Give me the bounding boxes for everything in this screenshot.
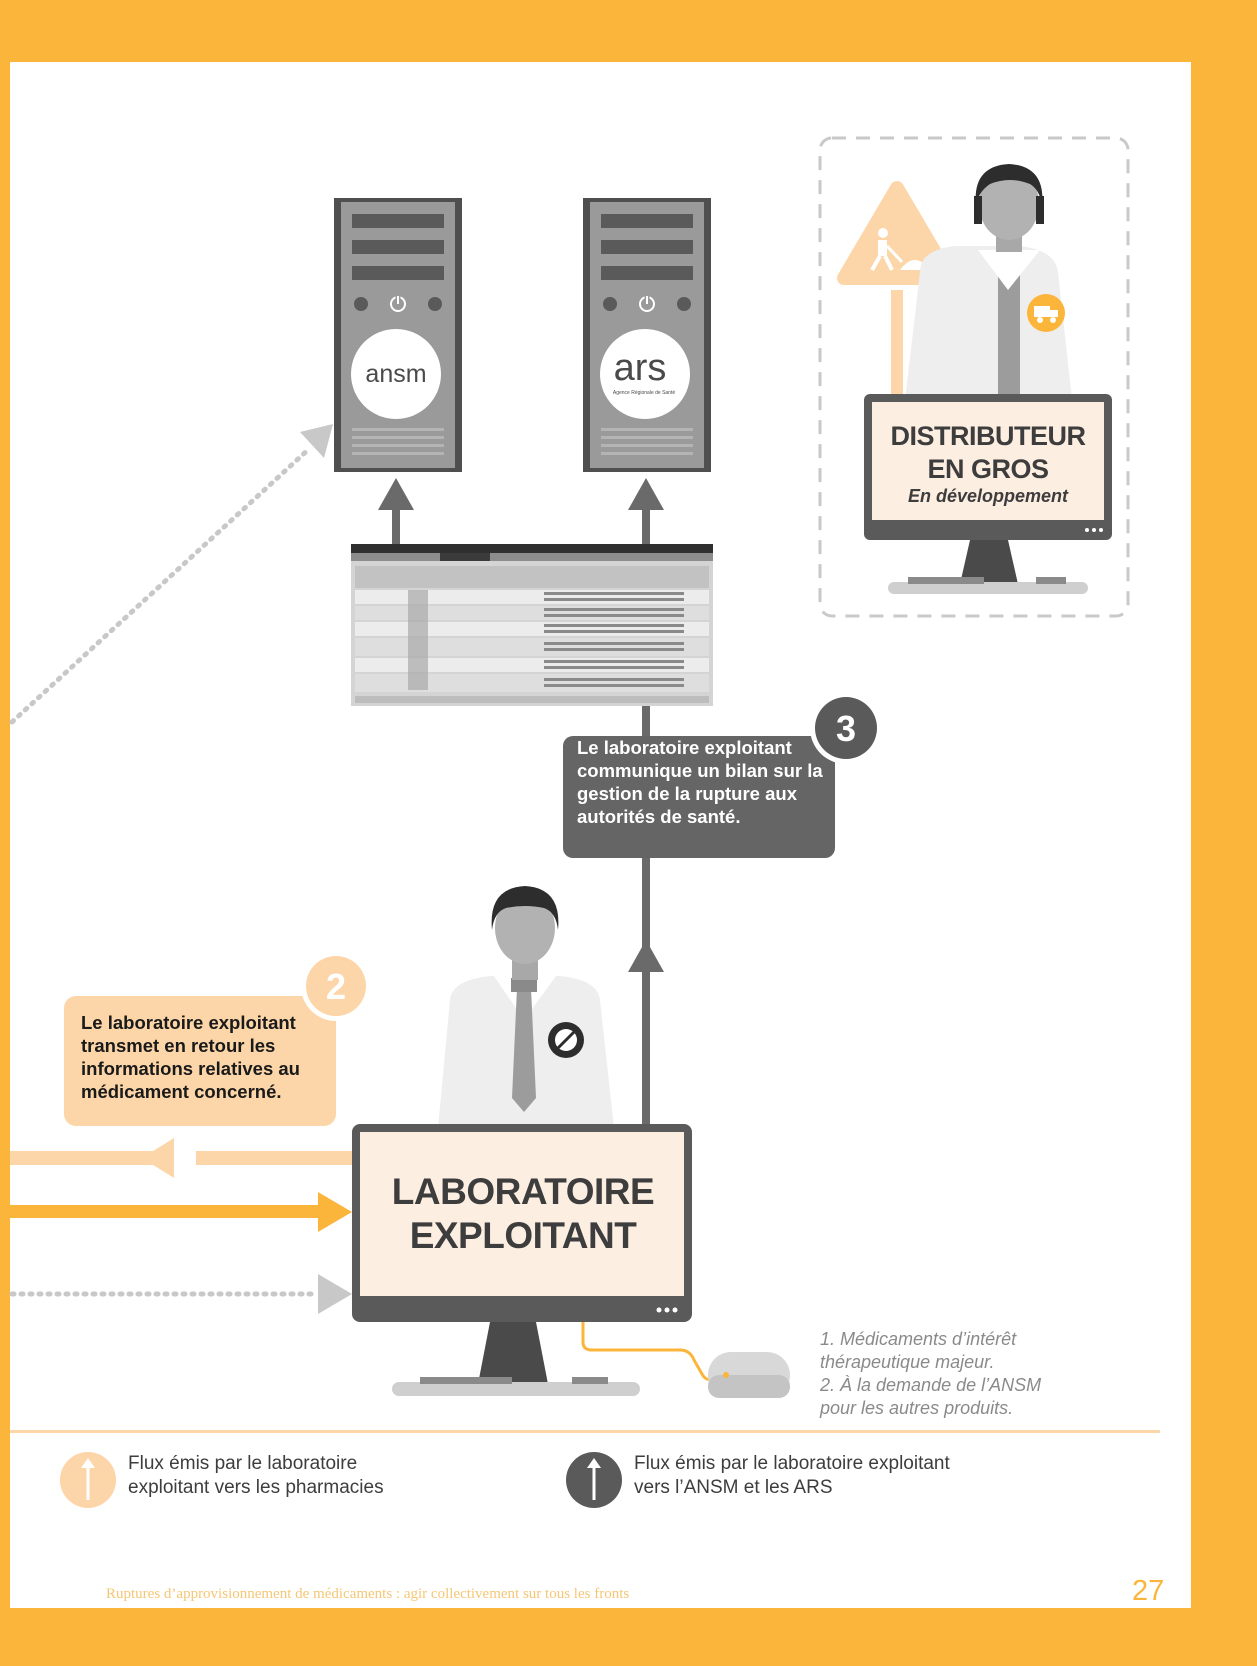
legend-authorities-text: Flux émis par le laboratoire exploitant … bbox=[634, 1453, 950, 1498]
arrow-up-to-ars bbox=[628, 478, 664, 546]
report-screenshot bbox=[351, 544, 713, 706]
ars-logo-subtext: Agence Régionale de Santé bbox=[613, 390, 675, 396]
construction-sign bbox=[837, 181, 957, 420]
step-3-number: 3 bbox=[836, 708, 856, 749]
distributor-person bbox=[905, 164, 1072, 400]
dotted-flow-arrow-to-lab bbox=[9, 1274, 352, 1314]
orange-flow-arrow-to-lab bbox=[10, 1192, 352, 1232]
truck-icon bbox=[1034, 306, 1058, 323]
step-2-text: Le laboratoire exploitant transmet en re… bbox=[81, 1012, 300, 1102]
laboratory-person bbox=[438, 886, 614, 1128]
power-icon bbox=[639, 295, 655, 312]
laboratory-title: LABORATOIRE EXPLOITANT bbox=[360, 1170, 686, 1258]
pill-icon bbox=[555, 1029, 577, 1051]
bottom-orange-band bbox=[0, 1608, 1257, 1666]
footer-text: Ruptures d’approvisionnement de médicame… bbox=[106, 1586, 630, 1602]
step-2-bubble bbox=[64, 951, 371, 1126]
separator-line bbox=[10, 1430, 1160, 1433]
ars-server bbox=[583, 198, 711, 472]
ansm-server bbox=[334, 198, 462, 472]
ars-logo: ars bbox=[614, 347, 667, 389]
distributor-title: DISTRIBUTEUR EN GROS bbox=[866, 420, 1110, 486]
flow-line-to-authorities bbox=[642, 706, 650, 1124]
left-orange-band bbox=[0, 0, 10, 1666]
footnotes: 1. Médicaments d’intérêt thérapeutique m… bbox=[820, 1328, 1080, 1420]
right-orange-band bbox=[1191, 0, 1257, 1666]
footnote-1: 1. Médicaments d’intérêt thérapeutique m… bbox=[820, 1329, 1017, 1372]
laboratory-title-line2: EXPLOITANT bbox=[409, 1215, 637, 1256]
distributor-title-line1: DISTRIBUTEUR bbox=[890, 421, 1087, 451]
step-2-number: 2 bbox=[326, 966, 346, 1007]
arrow-up-icon bbox=[60, 1452, 116, 1508]
arrow-up-to-ansm bbox=[378, 478, 414, 546]
distributor-title-line2: EN GROS bbox=[927, 454, 1049, 484]
ansm-logo: ansm bbox=[365, 360, 426, 388]
laboratory-title-line1: LABORATOIRE bbox=[391, 1171, 655, 1212]
top-orange-band bbox=[0, 0, 1257, 62]
laboratory-monitor bbox=[352, 1124, 790, 1398]
page-number: 27 bbox=[1132, 1575, 1165, 1607]
distributor-dashed-box bbox=[818, 136, 1130, 618]
distributor-monitor bbox=[864, 394, 1112, 594]
legend-pharmacies-text: Flux émis par le laboratoire exploitant … bbox=[128, 1453, 384, 1498]
footnote-2: 2. À la demande de l’ANSM pour les autre… bbox=[820, 1375, 1042, 1418]
return-flow-arrow bbox=[10, 1138, 352, 1178]
step-3-text: Le laboratoire exploitant communique un … bbox=[577, 737, 823, 827]
distributor-subtitle: En développement bbox=[907, 486, 1069, 506]
step-3-bubble bbox=[563, 692, 882, 858]
arrow-up-icon bbox=[566, 1452, 622, 1508]
dotted-flow-arrow-to-ansm bbox=[9, 424, 333, 725]
arrow-up-icon bbox=[628, 940, 664, 972]
power-icon bbox=[390, 295, 406, 312]
